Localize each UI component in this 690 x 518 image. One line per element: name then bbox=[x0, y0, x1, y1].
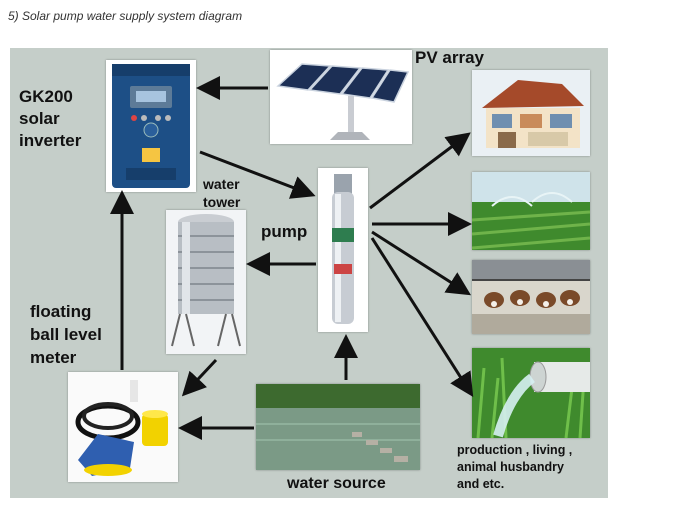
float-switch-image bbox=[68, 372, 178, 482]
water-pipe-icon bbox=[472, 348, 590, 439]
pump-icon bbox=[332, 174, 354, 324]
arrow-tower-to-float bbox=[181, 358, 218, 397]
arrow-inverter-to-pump bbox=[199, 150, 316, 199]
irrigation-image bbox=[471, 172, 591, 250]
arrow-pump-to-house bbox=[369, 132, 471, 210]
water-source-label: water source bbox=[287, 475, 386, 492]
cattle-icon bbox=[472, 260, 590, 334]
water-tank-icon bbox=[166, 210, 246, 354]
uses-label: production , living , animal husbandry a… bbox=[457, 443, 573, 491]
diagram-board: GK200 solar inverter PV array bbox=[10, 48, 608, 498]
float-switch-icon bbox=[68, 372, 178, 482]
pump-label: pump bbox=[261, 222, 308, 241]
solar-panel-icon bbox=[276, 63, 410, 140]
pond-icon bbox=[256, 384, 420, 470]
floating-meter-label: floating ball level meter bbox=[30, 302, 102, 367]
inverter-image bbox=[106, 60, 196, 192]
house-image bbox=[472, 70, 590, 156]
arrow-pump-to-grass bbox=[370, 237, 474, 398]
pv-array-image bbox=[270, 50, 412, 144]
pipe-grass-image bbox=[472, 348, 590, 439]
water-tower-label: water tower bbox=[203, 176, 241, 210]
arrow-pump-to-livestock bbox=[371, 230, 472, 296]
house-icon bbox=[472, 70, 590, 156]
diagram-caption: 5) Solar pump water supply system diagra… bbox=[8, 9, 243, 23]
inverter-icon bbox=[112, 64, 190, 188]
pv-array-label: PV array bbox=[415, 48, 484, 67]
water-source-image bbox=[256, 384, 420, 470]
water-tower-image bbox=[166, 210, 246, 354]
sprinkler-icon bbox=[471, 172, 591, 250]
flow-arrows bbox=[110, 76, 474, 440]
inverter-label: GK200 solar inverter bbox=[19, 87, 82, 150]
livestock-image bbox=[472, 260, 590, 334]
pump-image bbox=[318, 168, 368, 332]
